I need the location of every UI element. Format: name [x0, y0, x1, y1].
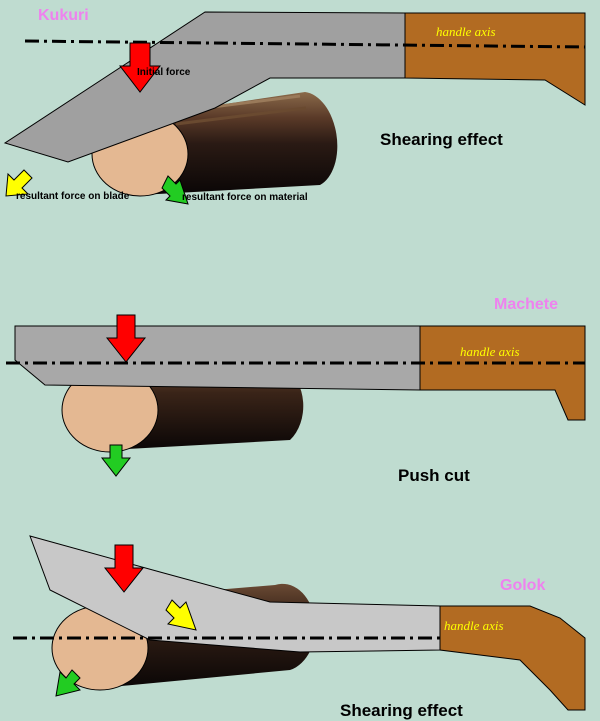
golok-handle — [439, 605, 586, 711]
blade-force-label: resultant force on blade — [16, 191, 130, 202]
kukuri-blade — [3, 11, 406, 163]
machete-blade — [14, 325, 421, 391]
panel-caption: Shearing effect — [340, 701, 463, 720]
initial-force-arrow — [103, 544, 145, 593]
panel-kukuri: Kukuri handle axis Initial force resulta… — [3, 7, 586, 205]
axis-line — [24, 39, 586, 49]
knife-name-label: Machete — [494, 296, 558, 313]
panel-caption: Shearing effect — [380, 130, 503, 149]
initial-force-arrow — [118, 42, 162, 93]
handle-axis-label: handle axis — [460, 344, 520, 359]
panel-golok: Golok handle axis Shearing effect — [13, 535, 586, 720]
panel-machete: Machete handle axis Push cut — [6, 296, 586, 485]
material-force-arrow — [55, 669, 81, 697]
wood-grain — [175, 106, 307, 126]
initial-force-arrow — [105, 314, 147, 363]
knife-name-label: Golok — [500, 577, 545, 594]
panel-caption: Push cut — [398, 466, 470, 485]
handle-axis-label: handle axis — [444, 618, 504, 633]
wood-log-machete — [61, 367, 304, 453]
initial-force-label: Initial force — [137, 67, 191, 78]
blade-force-arrow — [5, 169, 33, 197]
material-force-arrow — [100, 444, 132, 477]
machete-handle — [419, 325, 586, 421]
material-force-label: resultant force on material — [182, 192, 308, 203]
blade-force-arrow — [165, 599, 197, 631]
material-force-arrow — [161, 175, 189, 205]
wood-bark — [108, 368, 304, 450]
handle-axis-label: handle axis — [436, 24, 496, 39]
knife-name-label: Kukuri — [38, 7, 89, 24]
